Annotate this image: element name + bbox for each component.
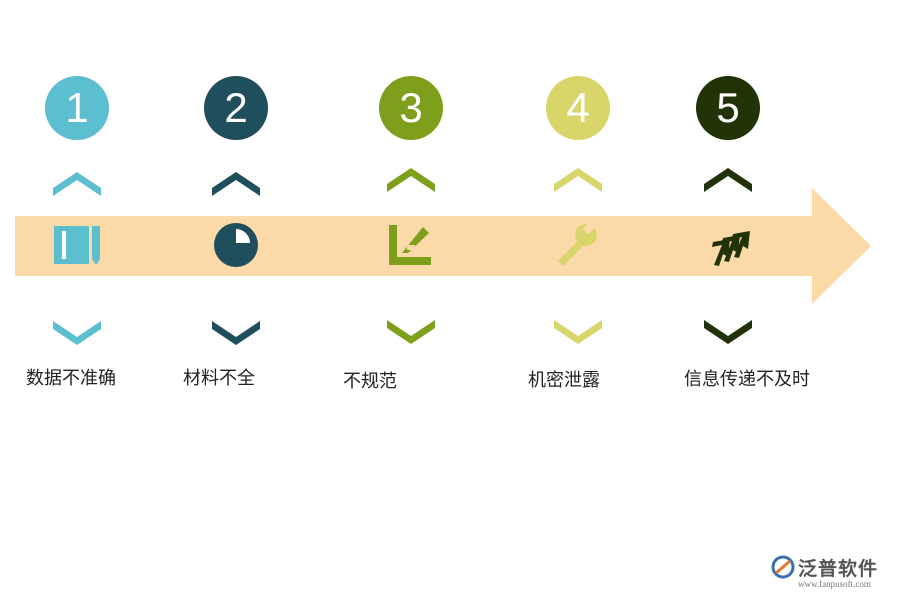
logo-name: 泛普软件 <box>798 558 879 580</box>
step-3-chevron-up-icon <box>387 168 435 192</box>
step-1-chevron-down-icon <box>53 321 101 345</box>
step-5-fast-forward-icon <box>712 231 750 266</box>
step-5-label: 信息传递不及时 <box>684 369 810 390</box>
step-3-chevron-down-icon <box>387 320 435 344</box>
step-2-number: 2 <box>224 84 248 131</box>
step-4-wrench-icon <box>558 221 597 266</box>
step-4-label: 机密泄露 <box>528 370 600 391</box>
logo-mark-icon <box>771 555 795 579</box>
step-1-circle <box>45 76 109 140</box>
step-4-circle <box>546 76 610 140</box>
step-1-chevron-up-icon <box>53 172 101 196</box>
company-logo: 泛普软件 www.fanpusoft.com <box>770 552 895 596</box>
step-4-chevron-up-icon <box>554 168 602 192</box>
step-3-circle <box>379 76 443 140</box>
logo-url: www.fanpusoft.com <box>798 579 871 589</box>
step-4-chevron-down-icon <box>554 320 602 344</box>
step-1-number: 1 <box>65 84 89 131</box>
step-3-number: 3 <box>399 84 423 131</box>
step-1-bookmark-icon <box>54 226 100 265</box>
step-5-chevron-up-icon <box>704 168 752 192</box>
step-5-number: 5 <box>716 84 740 131</box>
step-4-number: 4 <box>566 84 590 131</box>
step-2-chevron-down-icon <box>212 321 260 345</box>
step-5-circle <box>696 76 760 140</box>
step-3-label: 不规范 <box>343 371 397 392</box>
step-2-pie-chart-icon <box>214 223 258 267</box>
step-3-edit-ruler-icon <box>389 225 431 265</box>
step-2-circle <box>204 76 268 140</box>
step-2-chevron-up-icon <box>212 172 260 196</box>
step-1-label: 数据不准确 <box>26 368 116 389</box>
step-5-chevron-down-icon <box>704 320 752 344</box>
timeline-arrow <box>15 188 871 304</box>
step-2-label: 材料不全 <box>183 368 255 389</box>
